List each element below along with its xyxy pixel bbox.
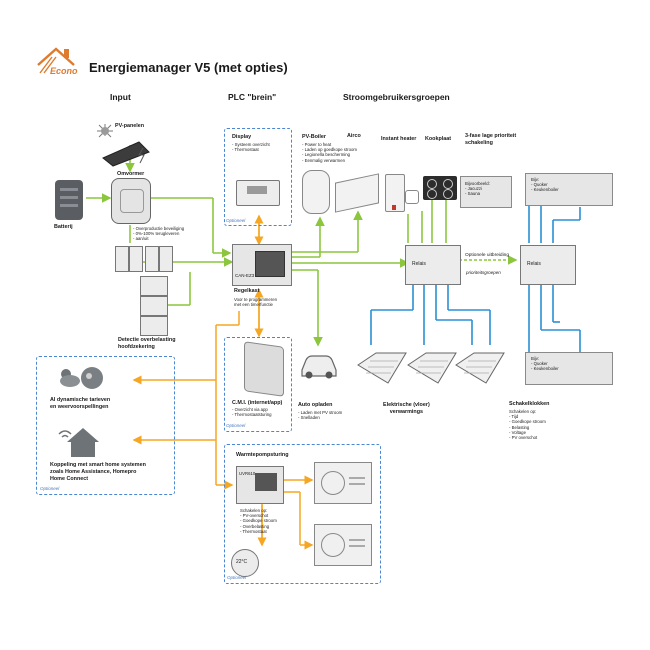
optional-tag-heatpump: Optioneel xyxy=(227,575,247,580)
cmi-title: C.M.I. (internet/app) xyxy=(232,400,283,406)
switch-clocks-notes: Schakelen op: - Tijd - Goedkope stroom -… xyxy=(509,409,546,441)
extension-label: Optionele uitbreiding xyxy=(465,253,510,258)
ai-label: AI dynamische tarieven en weervoorspelli… xyxy=(50,397,111,410)
relay-1: Relais xyxy=(405,245,461,285)
switch-clocks-title: Schakelklokken xyxy=(509,401,550,407)
display-notes: - Systeem overzicht - Thermostaat xyxy=(232,142,270,153)
column-title-input: Input xyxy=(110,92,131,102)
optional-tag-display: Optioneel xyxy=(226,218,246,223)
inverter-notes: - Overproductie beveiliging - 0%-100% te… xyxy=(133,226,185,242)
heatpump-notes: Schakelen op: - PV-overschot - Goedkope … xyxy=(240,508,277,534)
thermostat-reading: 22°C xyxy=(236,559,248,565)
box-bottom-right-text: Bijv: - Quoker - Keukenboiler xyxy=(531,356,559,372)
smarthome-label: Koppeling met smart home systemen zoals … xyxy=(50,462,146,482)
optional-tag-cmi: Optioneel xyxy=(226,423,246,428)
car-icon xyxy=(298,350,340,380)
pv-panel-icon xyxy=(95,122,160,167)
output-lines xyxy=(370,200,581,352)
airco-label: Airco xyxy=(347,133,361,139)
control-unit-model: CAN-EZ3 xyxy=(235,273,255,278)
display-device-icon xyxy=(236,180,280,206)
box-top-right: Bijv: - Quoker - Keukenboiler xyxy=(525,173,613,206)
optional-inputs-box xyxy=(36,356,175,495)
ev-notes: - Laden met PV stroom - Snelladen xyxy=(298,410,343,421)
cooktop-label: Kookplaat xyxy=(425,136,452,142)
three-phase-label: 3-fase lage prioriteit schakeling xyxy=(465,133,517,146)
inverter-icon xyxy=(111,178,151,224)
heatpump-unit-2-icon xyxy=(314,524,372,566)
column-title-plc: PLC "brein" xyxy=(228,92,277,102)
pv-boiler-title: PV-Boiler xyxy=(302,134,326,140)
overload-label: Detectie overbelasting hoofdzekering xyxy=(118,337,176,350)
instant-heater-label: Instant heater xyxy=(381,136,417,142)
cmi-box xyxy=(224,337,292,432)
main-fuse-icon xyxy=(140,276,168,336)
power-lines xyxy=(86,145,518,347)
optional-tag-inputs: Optioneel xyxy=(40,486,60,491)
cooktop-icon xyxy=(423,176,457,200)
display-box xyxy=(224,128,292,226)
instant-heater-icon xyxy=(385,174,405,212)
fuse-box-icon xyxy=(115,246,183,272)
column-title-consumers: Stroomgebruikersgroepen xyxy=(343,92,450,102)
pv-boiler-notes: - Power to heat - Laden op goedkope stro… xyxy=(302,142,357,163)
example-box-text: Bijvoorbeeld: - Jacuzzi - Sauna xyxy=(465,181,490,197)
pv-panels-label: PV-panelen xyxy=(115,123,145,129)
example-box: Bijvoorbeeld: - Jacuzzi - Sauna xyxy=(460,176,512,208)
control-unit-icon: CAN-EZ3 xyxy=(232,244,292,286)
heatpump-unit-1-icon xyxy=(314,462,372,504)
control-lines xyxy=(132,214,314,550)
relay-2: Relais xyxy=(520,245,576,285)
faucet-icon xyxy=(405,190,419,204)
inverter-label: Omvormer xyxy=(117,171,145,177)
heatpump-title: Warmtepompsturing xyxy=(236,452,289,458)
thermostat-icon: 22°C xyxy=(231,549,259,577)
ev-title: Auto opladen xyxy=(298,402,333,408)
heatpump-box xyxy=(224,444,381,584)
cmi-device-icon xyxy=(244,341,284,397)
battery-label: Batterij xyxy=(54,224,73,230)
logo: Econo xyxy=(34,43,86,81)
relay-1-label: Relais xyxy=(412,261,426,267)
cmi-notes: - Overzicht via app - Thermostaatsturing xyxy=(232,407,272,418)
relay-2-label: Relais xyxy=(527,261,541,267)
display-title: Display xyxy=(232,134,252,140)
heatpump-controller-icon: UVR610 xyxy=(236,466,284,504)
floor-heating-label: Elektrische (vloer) verwarmings xyxy=(383,402,430,415)
box-bottom-right: Bijv: - Quoker - Keukenboiler xyxy=(525,352,613,385)
boiler-icon xyxy=(302,170,330,214)
logo-text: Econo xyxy=(50,66,78,76)
page-title: Energiemanager V5 (met opties) xyxy=(89,60,288,75)
heatpump-controller-model: UVR610 xyxy=(239,471,256,476)
smart-home-icon xyxy=(55,424,103,458)
priority-groups-label: prioriteitsgroepen xyxy=(466,270,501,275)
control-label: Regelkast xyxy=(234,288,260,294)
floor-heating-icons xyxy=(356,345,506,385)
house-logo-icon xyxy=(37,47,75,74)
weather-ai-icon xyxy=(56,364,106,392)
battery-icon xyxy=(55,180,83,220)
box-top-right-text: Bijv: - Quoker - Keukenboiler xyxy=(531,177,559,193)
control-notes: Voor te programmeren met een timerfuncti… xyxy=(234,297,277,308)
